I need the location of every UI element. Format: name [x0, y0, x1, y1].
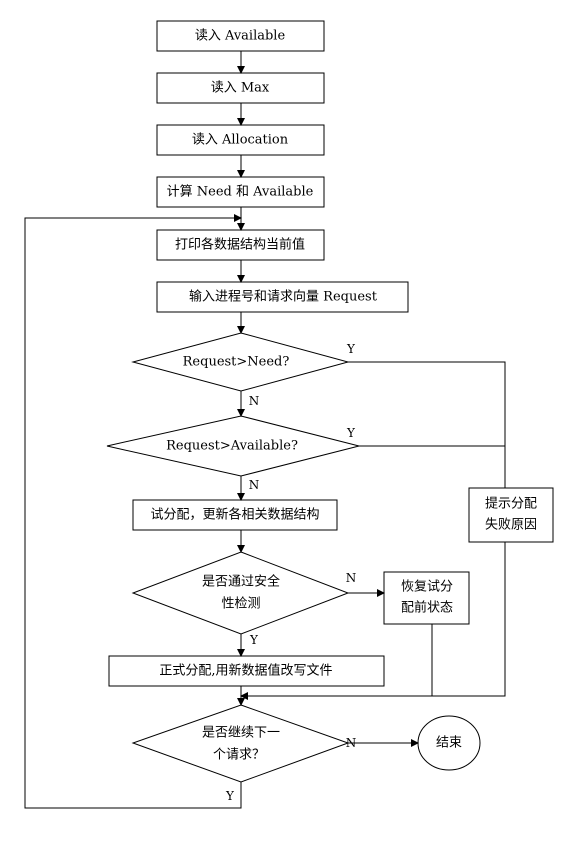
branch-need-no: N — [248, 394, 260, 408]
label-cond-continue-line1: 是否继续下一 — [201, 725, 281, 741]
label-cond-continue-line2: 个请求？ — [212, 747, 266, 763]
box-trial-alloc — [132, 499, 338, 531]
branch-continue-yes: Y — [226, 789, 234, 803]
branch-safe-yes: Y — [250, 633, 258, 647]
label-trial-alloc: 试分配，更新各相关数据结构 — [150, 507, 320, 523]
label-cond-safe-line1: 是否通过安全 — [201, 574, 281, 590]
label-cond-need: Request>Need? — [182, 354, 290, 370]
box-fail-reason — [468, 487, 554, 543]
label-read-available: 读入 Available — [194, 28, 286, 44]
branch-available-no: N — [248, 478, 260, 492]
label-cond-available: Request>Available? — [166, 438, 298, 454]
label-end: 结束 — [435, 735, 463, 751]
branch-need-yes: Y — [347, 342, 355, 356]
label-restore-line2: 配前状态 — [400, 600, 454, 616]
label-read-max: 读入 Max — [210, 80, 270, 96]
diamond-safety-check — [131, 551, 350, 635]
label-fail-reason-line1: 提示分配 — [484, 496, 538, 512]
branch-continue-no: N — [345, 736, 357, 750]
diamond-continue — [131, 704, 350, 783]
label-read-allocation: 读入 Allocation — [191, 132, 289, 148]
label-calc-need: 计算 Need 和 Available — [166, 184, 314, 200]
branch-safe-no: N — [345, 571, 357, 585]
label-cond-safe-line2: 性检测 — [221, 596, 261, 612]
box-formal-alloc — [108, 655, 385, 687]
label-restore-line1: 恢复试分 — [400, 579, 454, 595]
box-restore — [383, 571, 470, 625]
label-formal-alloc: 正式分配,用新数据值改写文件 — [159, 663, 333, 679]
branch-available-yes: Y — [347, 426, 355, 440]
label-fail-reason-line2: 失败原因 — [484, 517, 538, 533]
label-input-request: 输入进程号和请求向量 Request — [189, 289, 377, 305]
label-print-values: 打印各数据结构当前值 — [174, 237, 306, 253]
box-input-request — [156, 281, 409, 313]
